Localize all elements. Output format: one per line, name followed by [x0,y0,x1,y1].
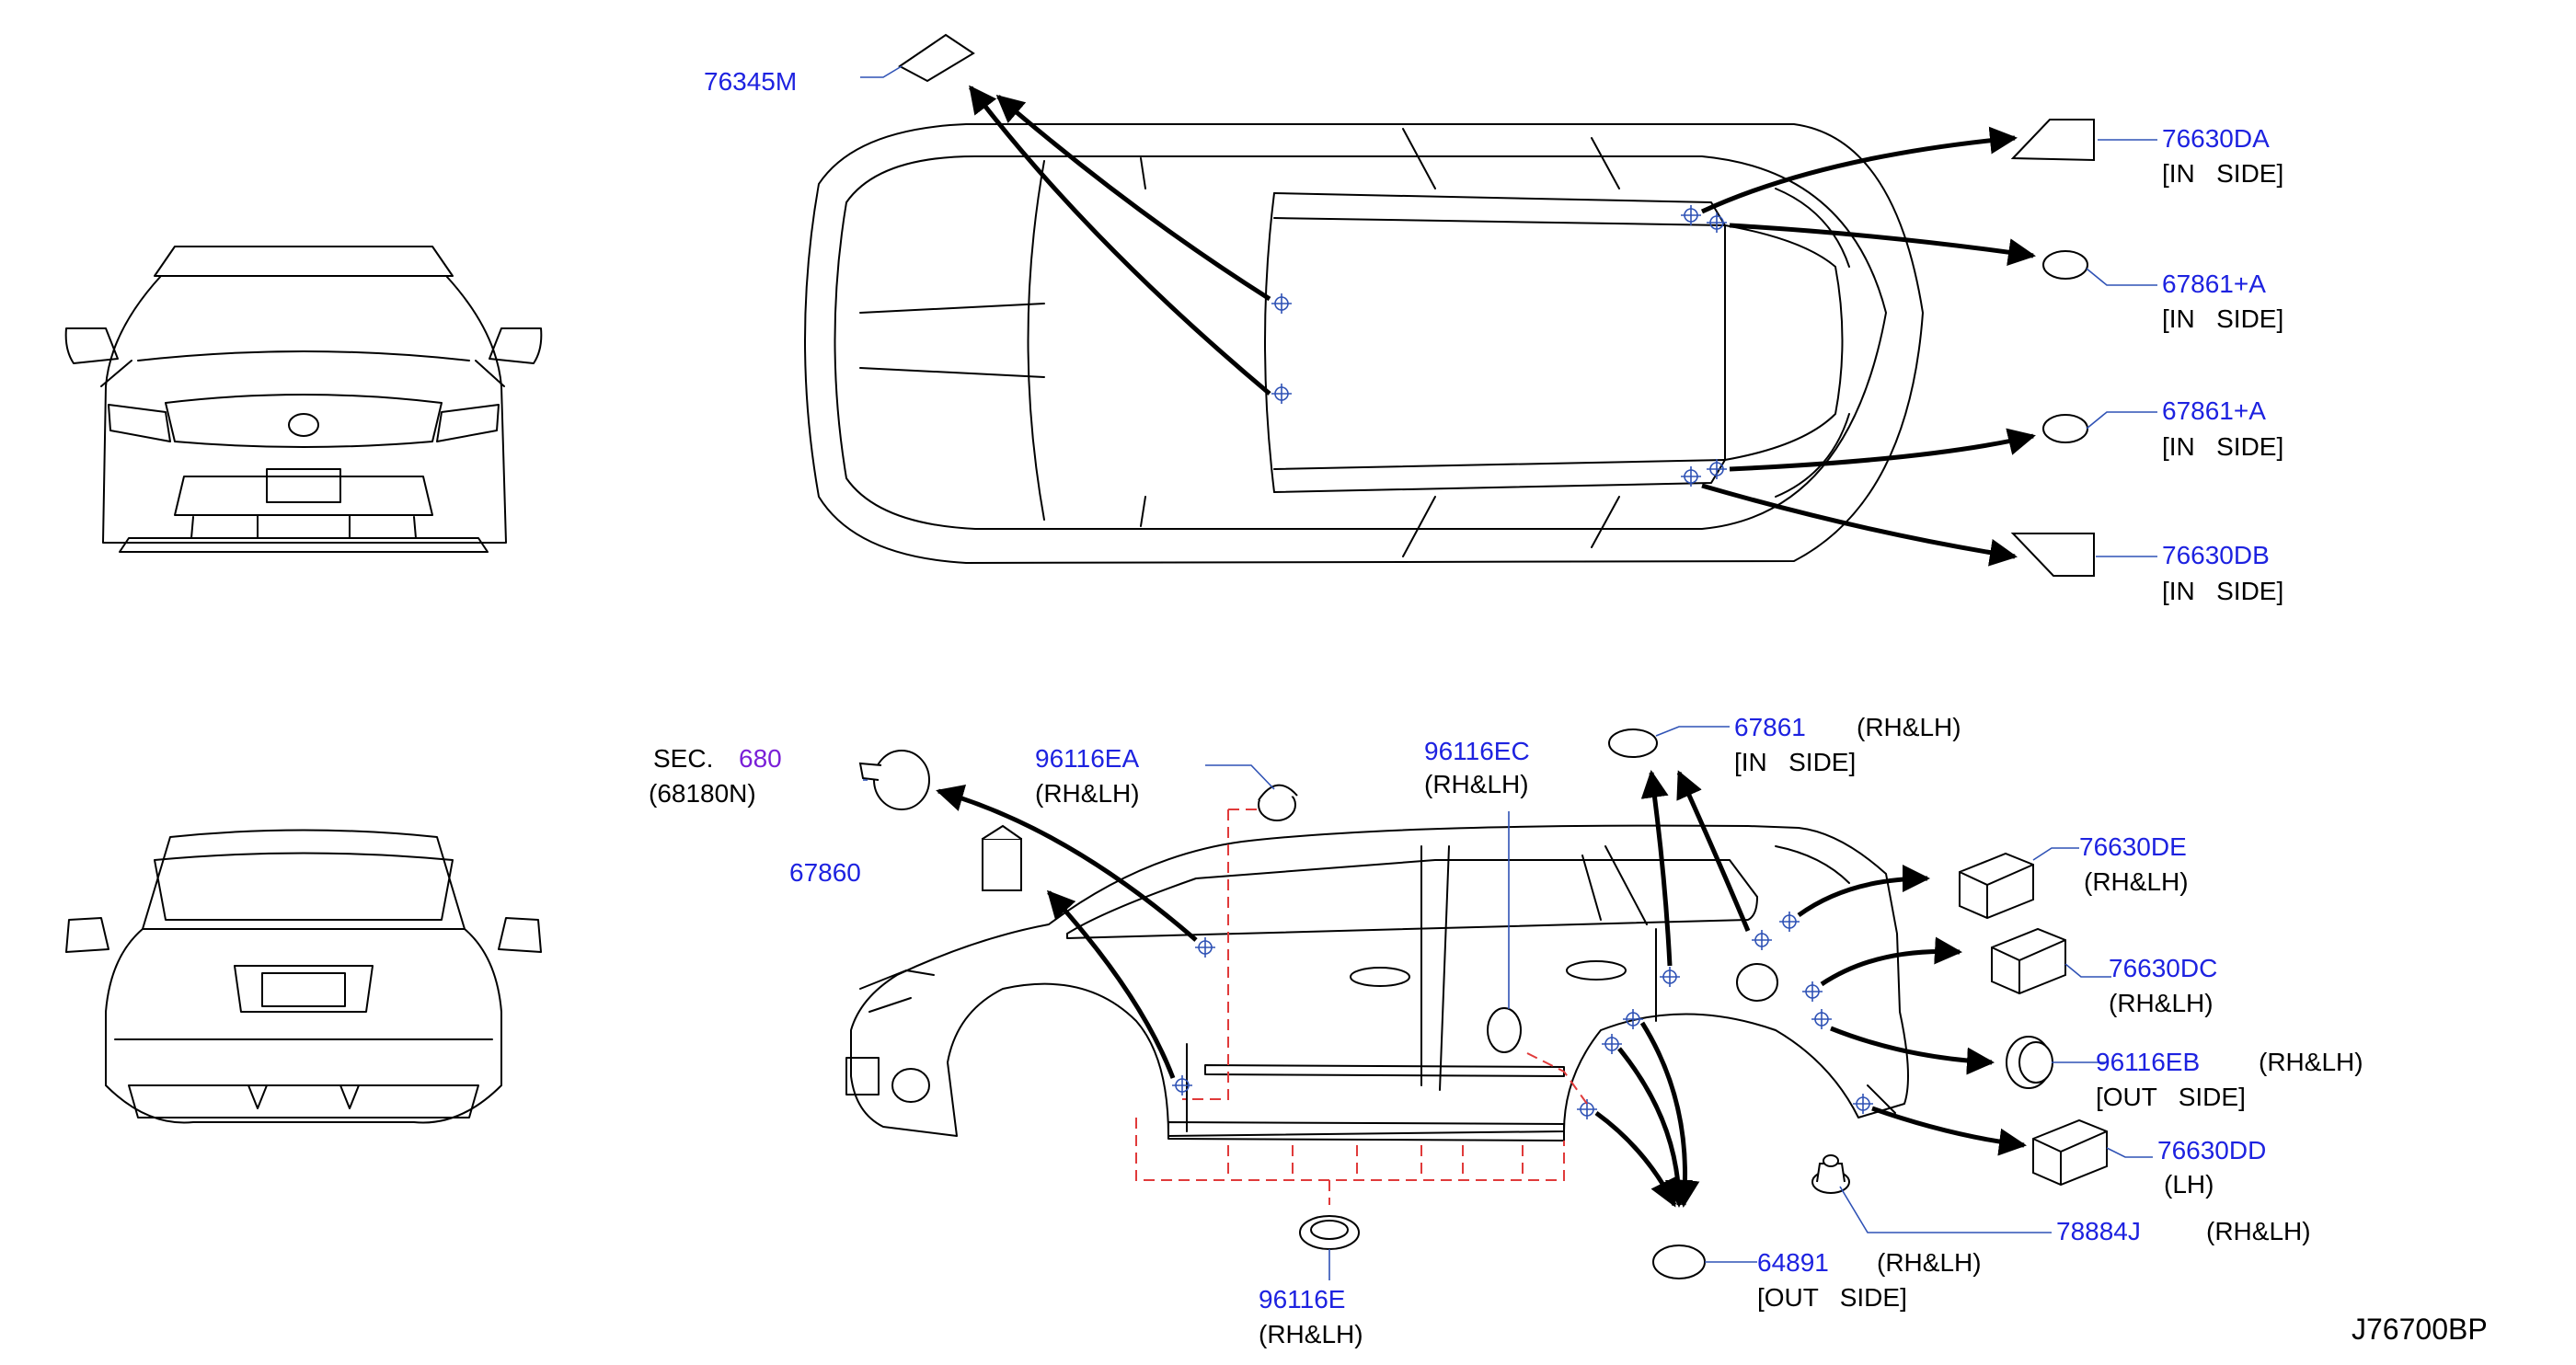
dashed-guides [1135,809,1588,1205]
label-96116EC[interactable]: 96116EC [1424,737,1530,765]
labels: 76345M 76630DA [IN SIDE] 67861+A [IN SID… [649,67,2488,1348]
label-78884J[interactable]: 78884J [2056,1217,2141,1245]
label-67860[interactable]: 67860 [789,858,861,887]
part-96116EA-icon[interactable] [1258,784,1298,821]
label-67861A-1-note: [IN SIDE] [2162,304,2283,333]
label-76630DD[interactable]: 76630DD [2157,1136,2266,1164]
label-76630DC-note: (RH&LH) [2109,989,2214,1017]
part-76630DB-icon[interactable] [2010,533,2095,577]
label-67861A-1[interactable]: 67861+A [2162,270,2266,298]
callout-arrows [936,85,2036,1208]
label-76630DA[interactable]: 76630DA [2162,124,2270,153]
part-76630DD-icon[interactable] [2032,1118,2108,1187]
label-96116EB[interactable]: 96116EB [2096,1048,2200,1076]
part-78884J-icon[interactable] [1811,1154,1850,1194]
label-76630DE-note: (RH&LH) [2084,867,2189,896]
label-76630DD-note: (LH) [2164,1170,2214,1199]
part-67861A-1-icon[interactable] [2042,250,2088,280]
label-96116E[interactable]: 96116E [1259,1285,1345,1313]
part-67861A-2-icon[interactable] [2042,414,2088,443]
sec-number[interactable]: 680 [739,744,782,773]
label-96116E-note: (RH&LH) [1259,1320,1363,1348]
part-96116EC-icon[interactable] [1487,1007,1522,1053]
car-rear-view [65,829,542,1124]
label-64891[interactable]: 64891 [1757,1248,1829,1277]
part-76630DA-icon[interactable] [2010,119,2095,162]
label-76630DA-note: [IN SIDE] [2162,159,2283,188]
part-76630DC-icon[interactable] [1991,927,2066,995]
part-76345M-icon[interactable] [898,33,975,83]
label-76630DE[interactable]: 76630DE [2079,832,2187,861]
part-67861-icon[interactable] [1608,728,1658,758]
diagram-id: J76700BP [2352,1313,2488,1346]
part-680-cap-icon[interactable] [858,750,930,810]
label-96116EA[interactable]: 96116EA [1035,744,1139,773]
label-67861A-2-note: [IN SIDE] [2162,432,2283,461]
label-76630DB[interactable]: 76630DB [2162,541,2270,569]
car-side-view [845,824,1909,1141]
part-76630DE-icon[interactable] [1959,852,2034,920]
mounting-marks [1172,205,1873,1119]
label-76630DC[interactable]: 76630DC [2109,954,2217,982]
part-96116EB-icon[interactable] [2006,1036,2053,1089]
sec-sub: (68180N) [649,779,756,808]
label-64891-note1: (RH&LH) [1877,1248,1982,1277]
sec-prefix: SEC. [653,744,713,773]
label-76345M[interactable]: 76345M [704,67,797,96]
label-96116EC-note: (RH&LH) [1424,770,1529,798]
label-67861-note1: (RH&LH) [1857,713,1961,741]
car-top-view [804,123,1924,564]
label-64891-note2: [OUT SIDE] [1757,1283,1907,1312]
label-96116EA-note: (RH&LH) [1035,779,1140,808]
label-67861A-2[interactable]: 67861+A [2162,396,2266,425]
car-front-view [64,246,543,553]
part-96116E-icon[interactable] [1299,1215,1360,1250]
label-96116EB-note2: [OUT SIDE] [2096,1083,2246,1111]
label-67861[interactable]: 67861 [1734,713,1806,741]
part-67860-icon[interactable] [982,824,1022,891]
label-76630DB-note: [IN SIDE] [2162,577,2283,605]
label-67861-note2: [IN SIDE] [1734,748,1856,776]
part-64891-icon[interactable] [1652,1245,1706,1279]
label-78884J-note: (RH&LH) [2206,1217,2311,1245]
label-96116EB-note1: (RH&LH) [2259,1048,2363,1076]
leader-lines [860,65,2157,1280]
